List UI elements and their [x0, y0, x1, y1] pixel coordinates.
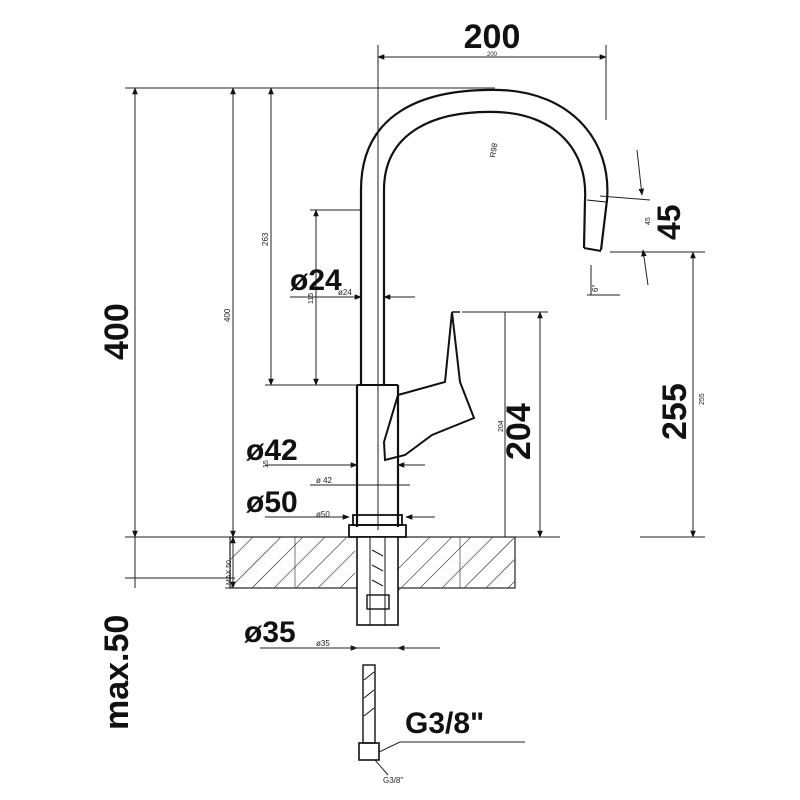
base-diameter-small-label: ø50	[316, 510, 330, 519]
lever-height-label: 204	[500, 403, 538, 460]
spout-diameter-label: ø24	[290, 264, 342, 297]
outlet-height-small-label: 255	[699, 393, 706, 405]
spout-tip-small-label: 45	[645, 217, 652, 225]
outlet-height-label: 255	[656, 383, 694, 440]
connection-small-label: G3/8"	[383, 776, 403, 785]
countertop-hatching	[229, 536, 516, 592]
connection-label: G3/8"	[405, 707, 484, 740]
max-thickness-label: max.50	[98, 615, 136, 730]
base-diameter-label: ø50	[246, 486, 298, 519]
radius-label: R98	[488, 142, 500, 159]
tilt-label: 6°	[591, 284, 600, 292]
faucet-body	[348, 88, 609, 761]
spout-ref-label: 115	[308, 293, 315, 304]
body-ref-label: 15	[263, 460, 270, 468]
inner-height-label: 263	[261, 232, 270, 246]
total-height-small-label: 400	[223, 308, 232, 322]
spout-tip-label: 45	[651, 204, 687, 240]
reach-small-label: 200	[487, 52, 498, 58]
total-height-label: 400	[98, 303, 136, 360]
spout-diameter-small-label: ø24	[338, 288, 352, 297]
mounting-diameter-label: ø35	[244, 616, 296, 649]
dimension-labels: 200 200 R98 45 45 6° 400 400 263 115 ø24…	[98, 18, 706, 785]
reach-label: 200	[464, 18, 521, 56]
body-diameter-small-label: ø 42	[316, 476, 333, 485]
body-diameter-label: ø42	[246, 434, 298, 467]
dimension-lines	[125, 45, 705, 776]
lever-height-small-label: 204	[498, 420, 505, 432]
mounting-diameter-small-label: ø35	[316, 639, 330, 648]
max-thickness-small-label: MAX 50	[226, 560, 233, 585]
